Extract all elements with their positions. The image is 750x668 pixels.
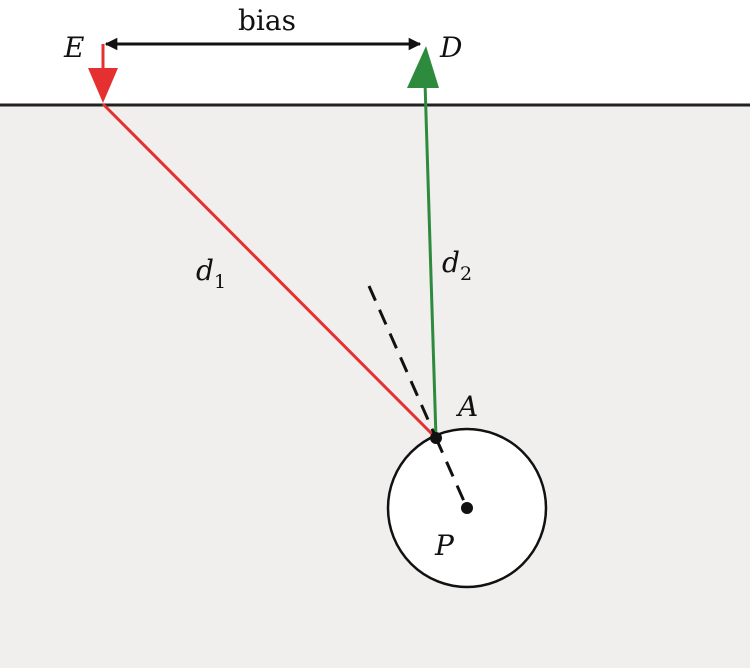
label-p: P bbox=[434, 529, 455, 562]
point-a-dot bbox=[430, 432, 442, 444]
red-path-d1 bbox=[101, 102, 438, 440]
green-path-d2 bbox=[423, 81, 438, 439]
label-d2: d2 bbox=[442, 246, 472, 285]
red-arrow-head bbox=[88, 68, 118, 103]
label-a: A bbox=[455, 390, 478, 423]
label-d1: d1 bbox=[196, 254, 226, 293]
dashed-radius-inner bbox=[434, 437, 469, 509]
label-e: E bbox=[63, 31, 84, 64]
ground-region bbox=[0, 105, 750, 668]
label-d1-sub: 1 bbox=[214, 271, 226, 293]
label-d1-base: d bbox=[196, 254, 214, 287]
label-d2-base: d bbox=[442, 246, 460, 279]
label-d2-sub: 2 bbox=[460, 263, 472, 285]
label-bias: bias bbox=[238, 4, 296, 37]
dashed-normal-line bbox=[367, 285, 469, 509]
green-arrow-head bbox=[407, 46, 439, 88]
label-d: D bbox=[439, 31, 462, 64]
point-p-dot bbox=[461, 502, 473, 514]
